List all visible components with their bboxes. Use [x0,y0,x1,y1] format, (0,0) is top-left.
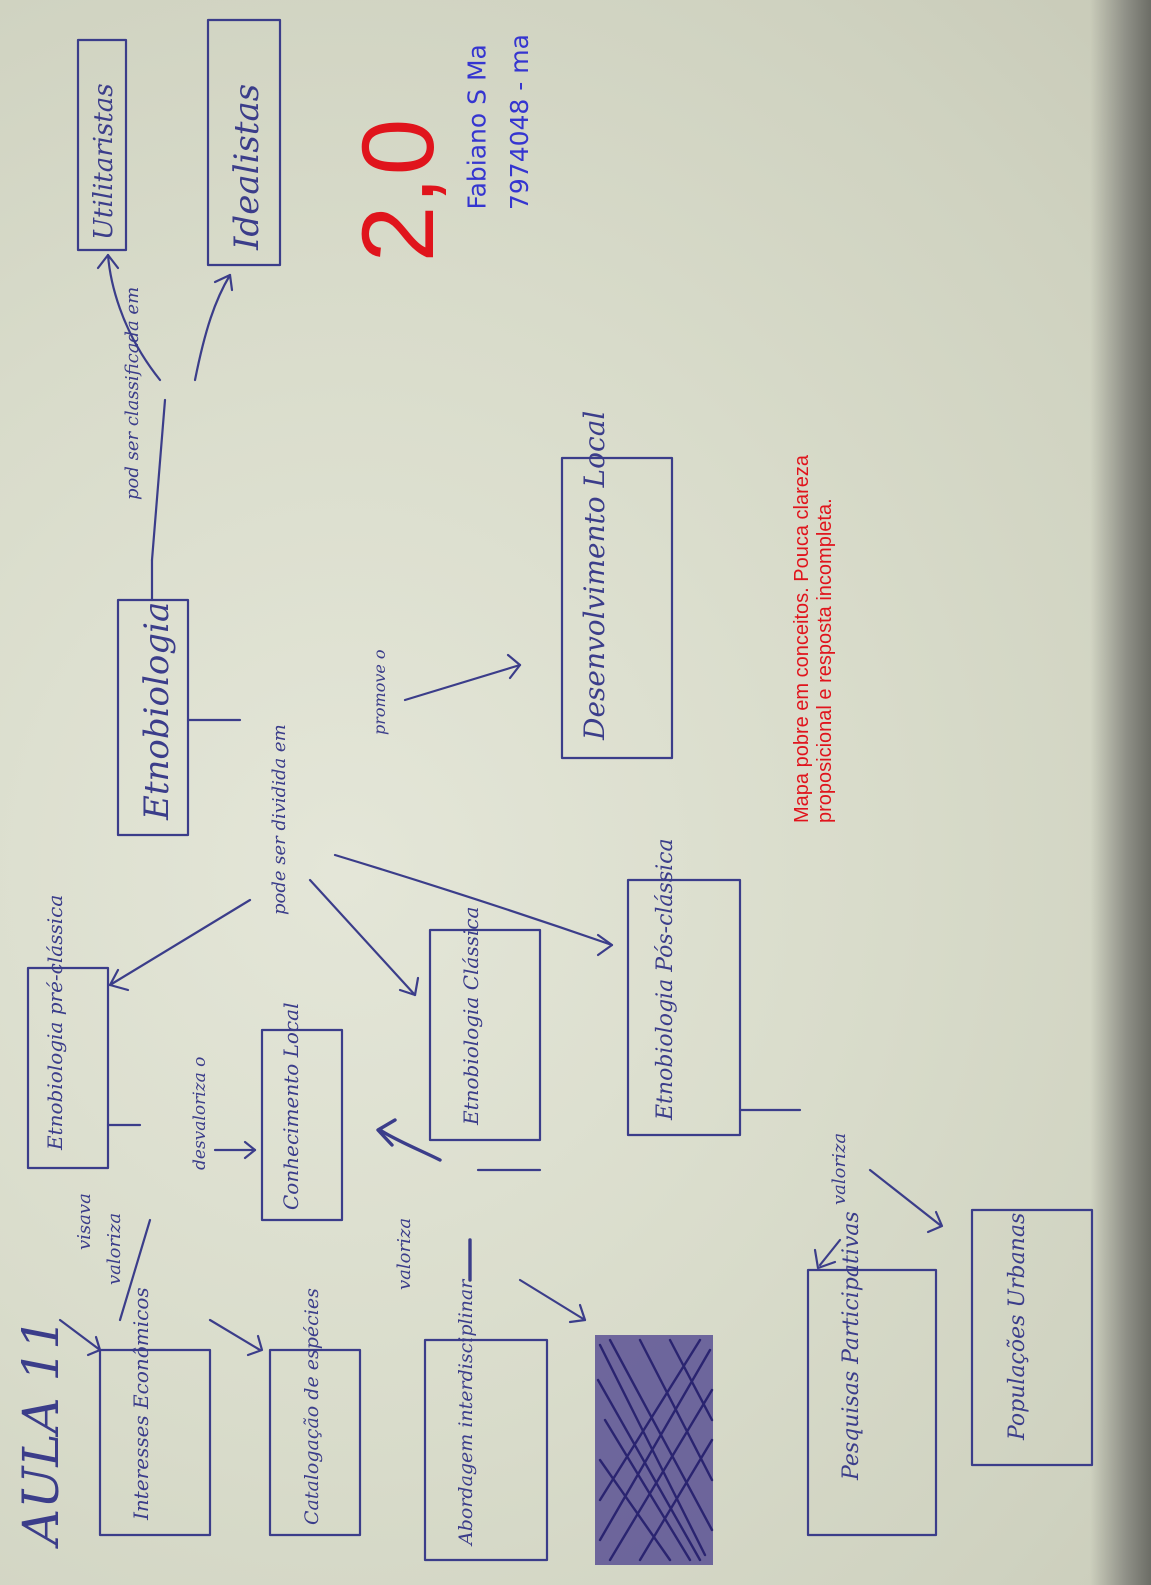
concept-pesquisas-text: Pesquisas Participativas [839,1211,864,1481]
map-title: AULA 11 [12,1318,70,1549]
grade-score: 2,0 [341,117,455,263]
concept-box-etnobiologia-pos-classica: Etnobiologia Pós-clássica [626,838,742,1137]
link-label-valoriza-3: valoriza [829,1133,850,1205]
concept-box-utilitaristas: Utilitaristas [76,38,128,252]
concept-populacoes-text: Populações Urbanas [1005,1213,1030,1441]
concept-utilitaristas-text: Utilitaristas [89,83,119,240]
teacher-comment-line-1: Mapa pobre em conceitos. Pouca clareza [791,455,813,823]
link-label-valoriza-1: valoriza [394,1218,415,1290]
link-label-valoriza-2: valoriza [104,1213,125,1285]
link-label-promove: promove o [370,649,389,735]
teacher-id: 7974048 - ma [505,34,534,210]
scribbled-box [595,1335,714,1565]
concept-box-abordagem: Abordagem interdisciplinar [423,1278,549,1562]
concept-interesses-text: Interesses Econômicos [129,1287,153,1521]
concept-catalogacao-text: Catalogação de espécies [301,1288,323,1525]
concept-idealistas-text: Idealistas [227,84,267,251]
concept-box-populacoes: Populações Urbanas [970,1208,1094,1467]
concept-desenvolvimento-text: Desenvolvimento Local [578,411,611,741]
concept-box-etnobiologia-pre-classica: Etnobiologia pré-clássica [26,895,110,1170]
link-label-classificada: pod ser classificada em [122,287,143,500]
concept-box-etnobiologia-classica: Etnobiologia Clássica [428,907,542,1142]
concept-box-catalogacao: Catalogação de espécies [268,1288,362,1537]
link-label-dividida: pode ser dividida em [269,724,290,915]
teacher-comment-line-2: proposicional e resposta incompleta. [814,498,836,823]
concept-etnobiologia-text: Etnobiologia [137,602,177,821]
concept-box-etnobiologia: Etnobiologia [116,598,190,837]
concept-conhecimento-text: Conhecimento Local [279,1003,303,1211]
link-label-visava: visava [74,1193,95,1250]
map-title-text: AULA 11 [12,1318,70,1549]
concept-box-desenvolvimento-local: Desenvolvimento Local [560,411,674,760]
concept-box-idealistas: Idealistas [206,18,282,267]
concept-posclassica-text: Etnobiologia Pós-clássica [653,838,678,1121]
concept-classica-text: Etnobiologia Clássica [459,907,483,1126]
concept-box-interesses-economicos: Interesses Econômicos [98,1287,212,1537]
concept-abordagem-text: Abordagem interdisciplinar [455,1278,477,1547]
paper-edge-shadow [1090,0,1151,1585]
connection-lines [58,253,944,1357]
concept-preclassica-text: Etnobiologia pré-clássica [43,895,67,1151]
teacher-comment: Mapa pobre em conceitos. Pouca clareza p… [791,353,847,823]
concept-box-conhecimento-local: Conhecimento Local [260,1003,344,1222]
teacher-name: Fabiano S Ma [462,44,492,210]
concept-box-pesquisas: Pesquisas Participativas [806,1211,938,1537]
link-label-desvaloriza: desvaloriza o [190,1057,210,1170]
